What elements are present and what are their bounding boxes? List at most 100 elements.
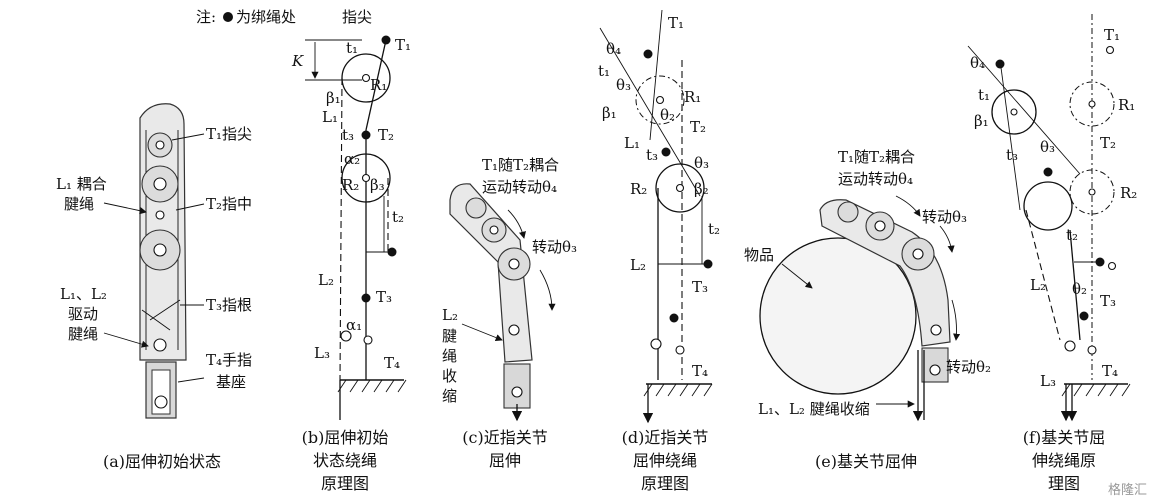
label-d-beta1: β₁ — [602, 104, 617, 122]
legend-prefix: 注: — [196, 8, 216, 26]
label-e-shrink: L₁、L₂ 腱绳收缩 — [758, 400, 870, 418]
label-a-t4: T₄手指 — [206, 351, 252, 369]
label-f-theta2: θ₂ — [1072, 280, 1087, 298]
label-b-L1: L₁ — [322, 108, 338, 126]
panel-e-labels: T₁随T₂耦合 运动转动θ₄ 转动θ₃ 物品 转动θ₂ L₁、L₂ 腱绳收缩 — [744, 148, 991, 418]
label-e-rot3: 转动θ₃ — [922, 208, 967, 226]
label-d-beta2: β₂ — [694, 180, 709, 198]
label-d-T3: T₃ — [692, 278, 708, 296]
label-b-R1: R₁ — [370, 76, 387, 94]
label-e-couple1: T₁随T₂耦合 — [838, 148, 915, 166]
bind-point-icon — [223, 12, 233, 22]
label-d-L2: L₂ — [630, 256, 646, 274]
label-f-theta3: θ₃ — [1040, 138, 1055, 156]
label-f-theta4: θ₄ — [970, 54, 985, 72]
label-d-L1: L₁ — [624, 134, 640, 152]
caption-a: (a)屈伸初始状态 — [103, 452, 221, 471]
panel-e-grasp — [759, 195, 961, 422]
caption-f-line2: 伸绕绳原 — [1032, 451, 1096, 470]
label-f-t3: t₃ — [1006, 146, 1018, 164]
label-a-drive1: 驱动 — [68, 305, 98, 323]
legend-suffix: 为绑绳处 — [236, 8, 296, 26]
label-d-T4: T₄ — [692, 362, 708, 380]
label-e-object: 物品 — [744, 246, 774, 264]
label-d-R2: R₂ — [630, 180, 647, 198]
label-b-t2: t₂ — [392, 208, 404, 226]
label-a-t3: T₃指根 — [206, 296, 252, 314]
label-b-R2: R₂ — [342, 176, 359, 194]
label-d-theta2: θ₂ — [660, 106, 675, 124]
label-c-l2: L₂ — [442, 306, 458, 324]
label-c-rot3: 转动θ₃ — [532, 238, 577, 256]
label-c-shrink1: 腱 — [442, 327, 457, 345]
label-d-theta4: θ₄ — [606, 40, 621, 58]
label-f-t1: t₁ — [978, 86, 990, 104]
panel-b-schematic: 指尖 K T₁ t₁ R₁ β₁ L₁ t₃ T₂ α₂ R₂ β₃ t₂ L₂… — [291, 8, 411, 420]
label-e-rot2: 转动θ₂ — [946, 358, 991, 376]
label-b-t3: t₃ — [342, 126, 354, 144]
label-b-T3: T₃ — [376, 288, 392, 306]
panel-d-schematic: T₁ θ₄ t₁ θ₃ R₁ β₁ θ₂ T₂ L₁ t₃ θ₃ R₂ β₂ t… — [598, 9, 720, 424]
label-c-shrink3: 收 — [442, 367, 457, 385]
panel-a-labels: T₁指尖 L₁ 耦合 腱绳 T₂指中 L₁、L₂ 驱动 腱绳 T₃指根 T₄手指… — [56, 125, 252, 391]
panel-c-finger — [449, 183, 556, 422]
label-fingertip-top: 指尖 — [342, 8, 372, 26]
label-f-T2: T₂ — [1100, 134, 1116, 152]
panel-a-finger — [139, 103, 187, 419]
label-a-drive2: 腱绳 — [68, 325, 98, 343]
label-b-T4: T₄ — [384, 354, 400, 372]
label-b-alpha1: α₁ — [346, 316, 362, 334]
panel-f-schematic: T₁ R₁ θ₄ t₁ β₁ T₂ θ₃ t₃ R₂ t₂ L₂ θ₂ T₃ T… — [967, 14, 1137, 422]
label-f-R2: R₂ — [1120, 184, 1137, 202]
caption-b-line2: 状态绕绳 — [313, 451, 377, 470]
label-b-t1: t₁ — [346, 39, 358, 57]
label-a-l1b: 腱绳 — [64, 195, 94, 213]
label-d-T2: T₂ — [690, 118, 706, 136]
label-b-alpha2: α₂ — [344, 150, 360, 168]
label-c-shrink4: 缩 — [442, 387, 457, 405]
object-circle — [759, 237, 917, 395]
caption-c-line1: (c)近指关节 — [462, 428, 547, 447]
label-f-L3: L₃ — [1040, 372, 1056, 390]
label-f-T3: T₃ — [1100, 292, 1116, 310]
label-a-t2: T₂指中 — [206, 195, 252, 213]
caption-d-line2: 屈伸绕绳 — [633, 451, 697, 470]
label-f-R1: R₁ — [1118, 96, 1135, 114]
label-b-beta3: β₃ — [370, 176, 385, 194]
label-d-T1: T₁ — [668, 14, 684, 32]
label-f-T1: T₁ — [1104, 26, 1120, 44]
label-d-R1: R₁ — [684, 88, 701, 106]
label-d-t1: t₁ — [598, 62, 610, 80]
label-c-shrink2: 绳 — [442, 347, 457, 365]
label-a-l12: L₁、L₂ — [60, 285, 107, 303]
caption-f-line3: 理图 — [1048, 474, 1080, 493]
caption-c-line2: 屈伸 — [489, 451, 521, 470]
caption-d-line3: 原理图 — [641, 474, 689, 493]
label-d-t2: t₂ — [708, 220, 720, 238]
caption-d-line1: (d)近指关节 — [622, 428, 709, 447]
label-a-base: 基座 — [216, 373, 246, 391]
label-b-T1: T₁ — [395, 36, 411, 54]
label-b-L3: L₃ — [314, 344, 330, 362]
label-b-T2: T₂ — [378, 126, 394, 144]
label-b-L2: L₂ — [318, 271, 334, 289]
label-d-theta3a: θ₃ — [616, 76, 631, 94]
label-c-couple2: 运动转动θ₄ — [482, 178, 557, 196]
legend: 注: 为绑绳处 — [196, 8, 296, 26]
label-f-T4: T₄ — [1102, 362, 1118, 380]
label-f-beta1: β₁ — [974, 112, 989, 130]
label-b-beta1: β₁ — [326, 89, 341, 107]
panel-c-labels: T₁随T₂耦合 运动转动θ₄ 转动θ₃ L₂ 腱 绳 收 缩 — [442, 156, 577, 405]
watermark: 格隆汇 — [1108, 482, 1147, 498]
label-d-theta3b: θ₃ — [694, 154, 709, 172]
label-f-L2: L₂ — [1030, 276, 1046, 294]
label-d-t3: t₃ — [646, 146, 658, 164]
label-f-t2: t₂ — [1066, 226, 1078, 244]
caption-f-line1: (f)基关节屈 — [1023, 428, 1105, 447]
caption-b-line1: (b)屈伸初始 — [302, 428, 389, 447]
caption-b-line3: 原理图 — [321, 474, 369, 493]
label-a-l1: L₁ 耦合 — [56, 175, 107, 193]
label-c-couple1: T₁随T₂耦合 — [482, 156, 559, 174]
label-e-couple2: 运动转动θ₄ — [838, 170, 913, 188]
